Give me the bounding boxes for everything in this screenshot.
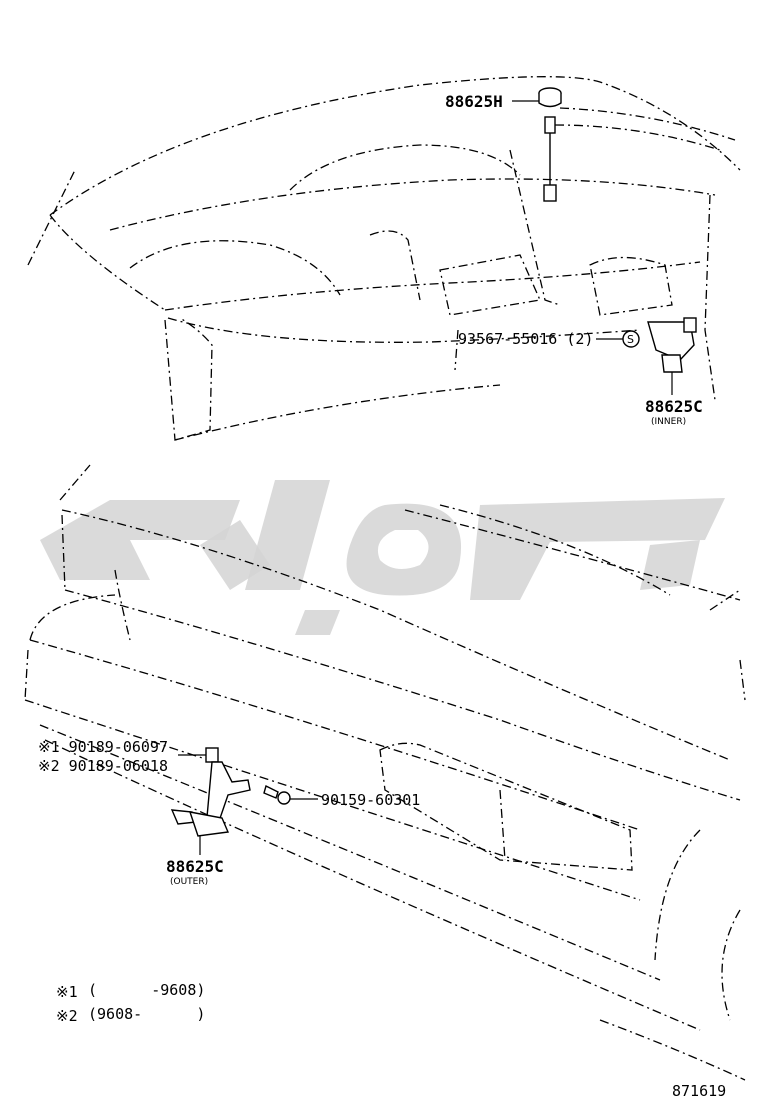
watermark [40, 480, 725, 635]
label-88625h: 88625H [445, 92, 503, 111]
svg-text:S: S [627, 333, 634, 346]
notes: ※1 ( -9608) ※2 (9608- ) [56, 981, 205, 1025]
note-1-range: ( -9608) [88, 981, 205, 999]
sensor-88625c-outer [170, 747, 318, 855]
note-2-mark: ※2 [56, 1007, 78, 1025]
label-nut-2: ※2 90189-06018 [38, 757, 168, 775]
part-labels: 88625H 93567-55016 (2) 88625C (INNER) ※1… [38, 92, 703, 887]
note-1-mark: ※1 [56, 983, 78, 1001]
label-nut-1: ※1 90189-06097 [38, 738, 168, 756]
sensor-88625h [512, 87, 562, 202]
label-screw: 90159-60301 [321, 791, 420, 809]
label-outer-note: (OUTER) [170, 877, 208, 887]
label-88625c-outer: 88625C [166, 857, 224, 876]
label-inner-note: (INNER) [651, 417, 686, 427]
clip-symbol: S [596, 330, 640, 348]
label-88625c-inner: 88625C [645, 397, 703, 416]
bumper-outline [24, 464, 746, 1081]
sensor-88625c-inner [647, 317, 697, 395]
figure-id: 871619 [672, 1082, 726, 1100]
note-2-range: (9608- ) [88, 1005, 205, 1023]
label-clip: 93567-55016 (2) [458, 330, 593, 348]
dashboard-outline [27, 76, 741, 441]
